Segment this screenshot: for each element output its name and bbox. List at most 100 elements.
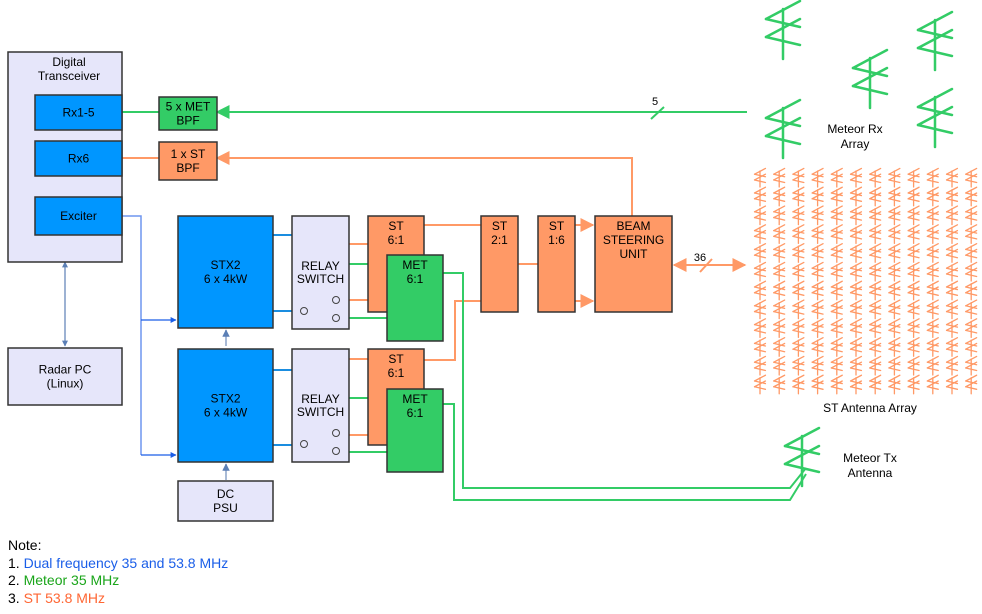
yagi-antenna-icon [926, 318, 939, 339]
rx15-block[interactable]: Rx1-5 [34, 94, 123, 131]
rx-bus-slash [650, 106, 665, 120]
rx6-label: Rx6 [68, 152, 90, 166]
notes-legend: Note: 1. Dual frequency 35 and 53.8 MHz … [8, 537, 228, 607]
note-num: 1. [8, 554, 20, 571]
yagi-antenna-icon [753, 374, 767, 395]
met-bpf-label: BPF [176, 114, 199, 128]
met61-bottom-label: 6:1 [407, 406, 424, 420]
meteor-rx-array [764, 0, 954, 160]
beam-to-st-bpf-line [215, 151, 633, 216]
st21-block[interactable]: ST2:1 [480, 215, 519, 313]
yagi-antenna-icon [965, 299, 978, 320]
note-num: 3. [8, 589, 20, 606]
yagi-antenna-icon [773, 336, 786, 357]
yagi-antenna-icon [773, 280, 786, 301]
st16-label: ST [549, 219, 565, 233]
radar-pc-block[interactable]: Radar PC(Linux) [7, 347, 123, 406]
yagi-antenna-icon [869, 280, 882, 301]
yagi-antenna-icon [907, 299, 920, 320]
yagi-antenna-icon [926, 280, 939, 301]
yagi-antenna-icon [965, 336, 978, 357]
yagi-antenna-icon [773, 242, 786, 263]
met61-top-to-tx-antenna-line [443, 272, 807, 489]
radar-pc-label: (Linux) [47, 377, 84, 391]
yagi-antenna-icon [926, 186, 939, 207]
yagi-antenna-icon [888, 167, 901, 188]
note-num: 2. [8, 572, 20, 588]
yagi-antenna-icon [869, 261, 882, 282]
yagi-antenna-icon [792, 374, 805, 395]
yagi-antenna-icon [965, 355, 978, 376]
rx6-block[interactable]: Rx6 [34, 140, 123, 177]
relay-contacts [300, 429, 340, 455]
yagi-antenna-icon [907, 167, 920, 188]
yagi-antenna-icon [888, 280, 901, 301]
yagi-antenna-icon [773, 318, 786, 339]
yagi-antenna-icon [907, 261, 920, 282]
yagi-antenna-icon [965, 224, 978, 245]
yagi-antenna-icon [773, 299, 786, 320]
yagi-antenna-icon [753, 336, 767, 357]
yagi-antenna-icon [869, 186, 882, 207]
yagi-antenna-icon [849, 261, 863, 282]
stx2-top-label: STX2 [210, 258, 240, 272]
yagi-antenna-icon [945, 318, 959, 339]
yagi-antenna-icon [792, 318, 805, 339]
yagi-antenna-icon [792, 224, 805, 245]
st21-box [480, 215, 519, 313]
yagi-antenna-icon [773, 355, 786, 376]
note-text-dual-frequency: Dual frequency 35 and 53.8 MHz [23, 554, 229, 571]
st16-box [537, 215, 576, 313]
relay-contact-icon [300, 307, 308, 315]
yagi-antenna-icon [792, 280, 805, 301]
yagi-antenna-icon [830, 355, 843, 376]
exciter-line [122, 215, 142, 455]
yagi-antenna-icon [849, 186, 863, 207]
yagi-antenna-icon [907, 224, 920, 245]
yagi-antenna-icon [945, 280, 959, 301]
yagi-antenna-icon [869, 355, 882, 376]
yagi-antenna-icon [888, 318, 901, 339]
yagi-antenna-icon [926, 167, 939, 188]
st61-bottom-to-st21-line [424, 300, 481, 361]
yagi-antenna-icon [811, 355, 824, 376]
rx15-label: Rx1-5 [62, 106, 94, 120]
yagi-antenna-icon [965, 318, 978, 339]
yagi-antenna-icon [907, 205, 920, 226]
yagi-antenna-icon [792, 355, 805, 376]
yagi-antenna-icon [811, 299, 824, 320]
yagi-antenna-icon [888, 299, 901, 320]
yagi-antenna-icon [811, 167, 824, 188]
met61-top-label: 6:1 [407, 272, 424, 286]
yagi-antenna-icon [849, 299, 863, 320]
yagi-antenna-icon [753, 167, 767, 188]
st16-block[interactable]: ST1:6 [537, 215, 576, 313]
yagi-antenna-icon [830, 336, 843, 357]
exciter-block[interactable]: Exciter [34, 196, 123, 236]
yagi-antenna-icon [811, 242, 824, 263]
relay-contact-icon [332, 429, 340, 437]
radar-pc-label: Radar PC [39, 363, 92, 377]
note-item-3: 3. ST 53.8 MHz [8, 590, 228, 608]
yagi-antenna-icon [907, 355, 920, 376]
note-text-st: ST 53.8 MHz [23, 589, 106, 606]
dc-psu-box [177, 480, 274, 522]
yagi-antenna-icon [869, 167, 882, 188]
yagi-antenna-icon [965, 261, 978, 282]
st61-top-label: ST [388, 219, 404, 233]
st16-label: 1:6 [548, 233, 565, 247]
yagi-antenna-icon [869, 374, 882, 395]
yagi-antenna-icon [945, 242, 959, 263]
met61-top-box [386, 254, 444, 342]
yagi-antenna-icon [869, 336, 882, 357]
yagi-antenna-icon [849, 336, 863, 357]
